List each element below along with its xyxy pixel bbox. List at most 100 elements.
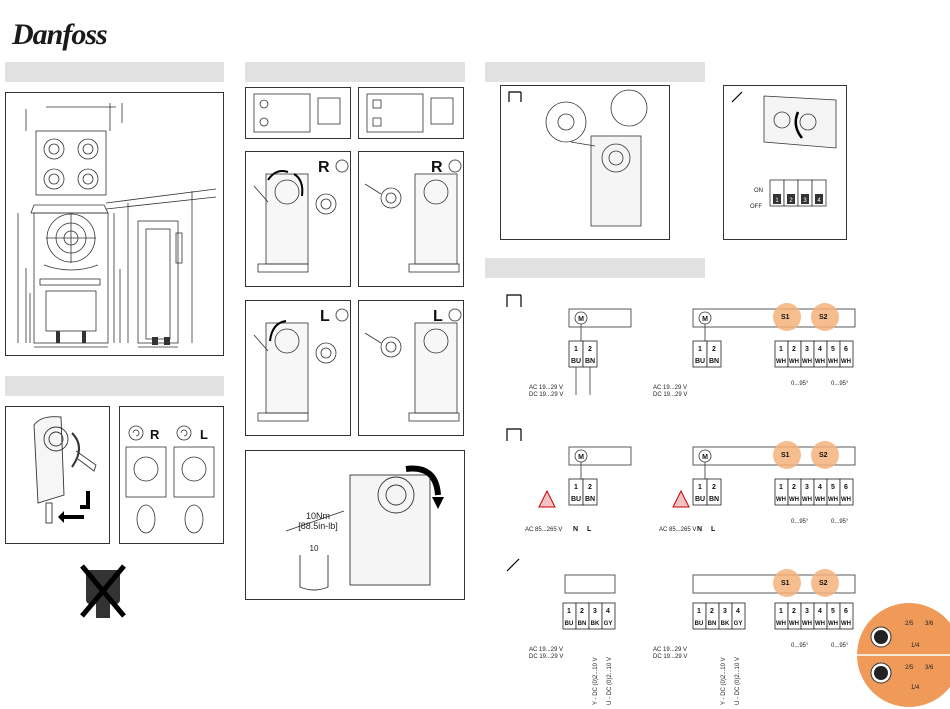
row3-aux-t3: 3 (805, 608, 809, 615)
row2-aux-t5: 5 (831, 484, 835, 491)
row3-aux-t6: 6 (844, 608, 848, 615)
dip-switch-drawing: ON OFF 1 2 3 4 (723, 85, 847, 240)
row3-aux-c2: WH (789, 621, 799, 627)
row2-aux-c2: WH (789, 497, 799, 503)
dial-bottom-36: 3/6 (925, 665, 934, 671)
row2-left-warning-icon (538, 489, 556, 508)
row1-right-diagram: M 1 2 BU BN AC 19...29 V DC 19...29 V S1… (653, 303, 856, 398)
row2-aux-c6: WH (841, 497, 851, 503)
row2-range-b: 0...95° (831, 519, 849, 525)
shaft-size-round (245, 87, 351, 139)
rotation-label-left: L (200, 427, 208, 442)
row3-left-t4: 4 (606, 608, 610, 615)
row2-right-supply: AC 85...265 V (659, 527, 696, 533)
row3-aux-t2: 2 (792, 608, 796, 615)
shaft-size-square (358, 87, 464, 139)
row2-right-l: L (711, 526, 716, 533)
row1-aux-t4: 4 (818, 346, 822, 353)
section-header-manual (5, 376, 224, 396)
row3-right-t1: 1 (697, 608, 701, 615)
row1-left-t2: 2 (588, 346, 592, 353)
dip-key-4: 4 (817, 198, 821, 204)
row3-left-c1: BU (565, 621, 574, 627)
row3-right-c1: BU (695, 621, 704, 627)
row1-left-c2: BN (585, 358, 595, 365)
row1-aux-t5: 5 (831, 346, 835, 353)
row1-aux-c1: WH (776, 359, 786, 365)
row3-left-supply-ac: AC 19...29 V (529, 647, 563, 653)
dip-key-3: 3 (803, 198, 807, 204)
rotation-direction-drawing: R L (119, 406, 224, 544)
row2-right-c1: BU (695, 496, 705, 503)
row2-range-a: 0...95° (791, 519, 809, 525)
row3-left-c4: GY (604, 621, 613, 627)
row2-aux-c1: WH (776, 497, 786, 503)
row3-right-signal-u: U - DC (0)2...10 V (735, 657, 741, 705)
row3-aux-c1: WH (776, 621, 786, 627)
dimension-drawing (5, 92, 224, 356)
row1-s2: S2 (819, 314, 828, 321)
row3-right-t3: 3 (723, 608, 727, 615)
mounting-right-2: R (358, 151, 464, 287)
row1-right-t2: 2 (712, 346, 716, 353)
row2-aux-t4: 4 (818, 484, 822, 491)
dip-key-2: 2 (789, 198, 793, 204)
manual-override-drawing (5, 406, 110, 544)
row1-range-b: 0...95° (831, 381, 849, 387)
row1-left-diagram: M 1 2 BU BN AC 19...29 V DC 19...29 V (529, 308, 632, 398)
row2-aux-t2: 2 (792, 484, 796, 491)
row2-aux-c5: WH (828, 497, 838, 503)
row2-left-n: N (573, 526, 578, 533)
row2-s1: S1 (781, 452, 790, 459)
on-off-symbol (508, 91, 522, 102)
row3-left-c3: BK (591, 621, 600, 627)
row3-left-t2: 2 (580, 608, 584, 615)
row3-right-diagram: 1 2 3 4 BU BN BK GY AC 19...29 V DC 19..… (653, 569, 856, 705)
mount-l-label-1: L (320, 308, 330, 325)
dip-on-label: ON (754, 188, 763, 194)
row3-aux-c3: WH (802, 621, 812, 627)
row3-left-signal-y: Y - DC (0)2...10 V (593, 657, 599, 705)
orange-dial: 2/5 3/6 1/4 2/5 3/6 1/4 (855, 603, 950, 709)
row2-right-c2: BN (709, 496, 719, 503)
mount-r-label-2: R (431, 159, 443, 176)
section-header-mounting (245, 62, 465, 82)
row3-right-c2: BN (708, 621, 717, 627)
row1-aux-t3: 3 (805, 346, 809, 353)
row3-aux-c5: WH (828, 621, 838, 627)
torque-drawing: 10Nm [88.5in-lb] 10 (245, 450, 465, 600)
row3-aux-c4: WH (815, 621, 825, 627)
row1-aux-c5: WH (828, 359, 838, 365)
row3-right-signal-y: Y - DC (0)2...10 V (721, 657, 727, 705)
row3-aux-t1: 1 (779, 608, 783, 615)
row1-right-c2: BN (709, 358, 719, 365)
section-header-wiring (485, 258, 705, 278)
dial-top-14: 1/4 (911, 643, 920, 649)
row1-aux-t6: 6 (844, 346, 848, 353)
row3-aux-c6: WH (841, 621, 851, 627)
row1-aux-c4: WH (815, 359, 825, 365)
row1-left-t1: 1 (574, 346, 578, 353)
row2-s2: S2 (819, 452, 828, 459)
row2-right-t1: 1 (698, 484, 702, 491)
row1-right-c1: BU (695, 358, 705, 365)
row1-aux-t2: 2 (792, 346, 796, 353)
row3-right-supply-dc: DC 19...29 V (653, 654, 687, 660)
mounting-left-1: L (245, 300, 351, 436)
row3-right-t4: 4 (736, 608, 740, 615)
row2-left-c2: BN (585, 496, 595, 503)
row1-aux-t1: 1 (779, 346, 783, 353)
section-header-settings (485, 62, 705, 82)
row2-right-t2: 2 (712, 484, 716, 491)
row2-right-diagram: M 1 2 BU BN AC 85...265 V N L S1 S2 1 2 … (659, 441, 856, 533)
dial-top-36: 3/6 (925, 621, 934, 627)
row3-range-a: 0...95° (791, 643, 809, 649)
row1-right-supply-ac: AC 19...29 V (653, 385, 687, 391)
dip-key-1: 1 (775, 198, 779, 204)
row2-motor-right: M (702, 454, 708, 461)
row2-aux-c3: WH (802, 497, 812, 503)
row1-left-supply-dc: DC 19...29 V (529, 392, 563, 398)
row3-right-t2: 2 (710, 608, 714, 615)
row3-range-b: 0...95° (831, 643, 849, 649)
switch-settings-drawing (500, 85, 670, 240)
